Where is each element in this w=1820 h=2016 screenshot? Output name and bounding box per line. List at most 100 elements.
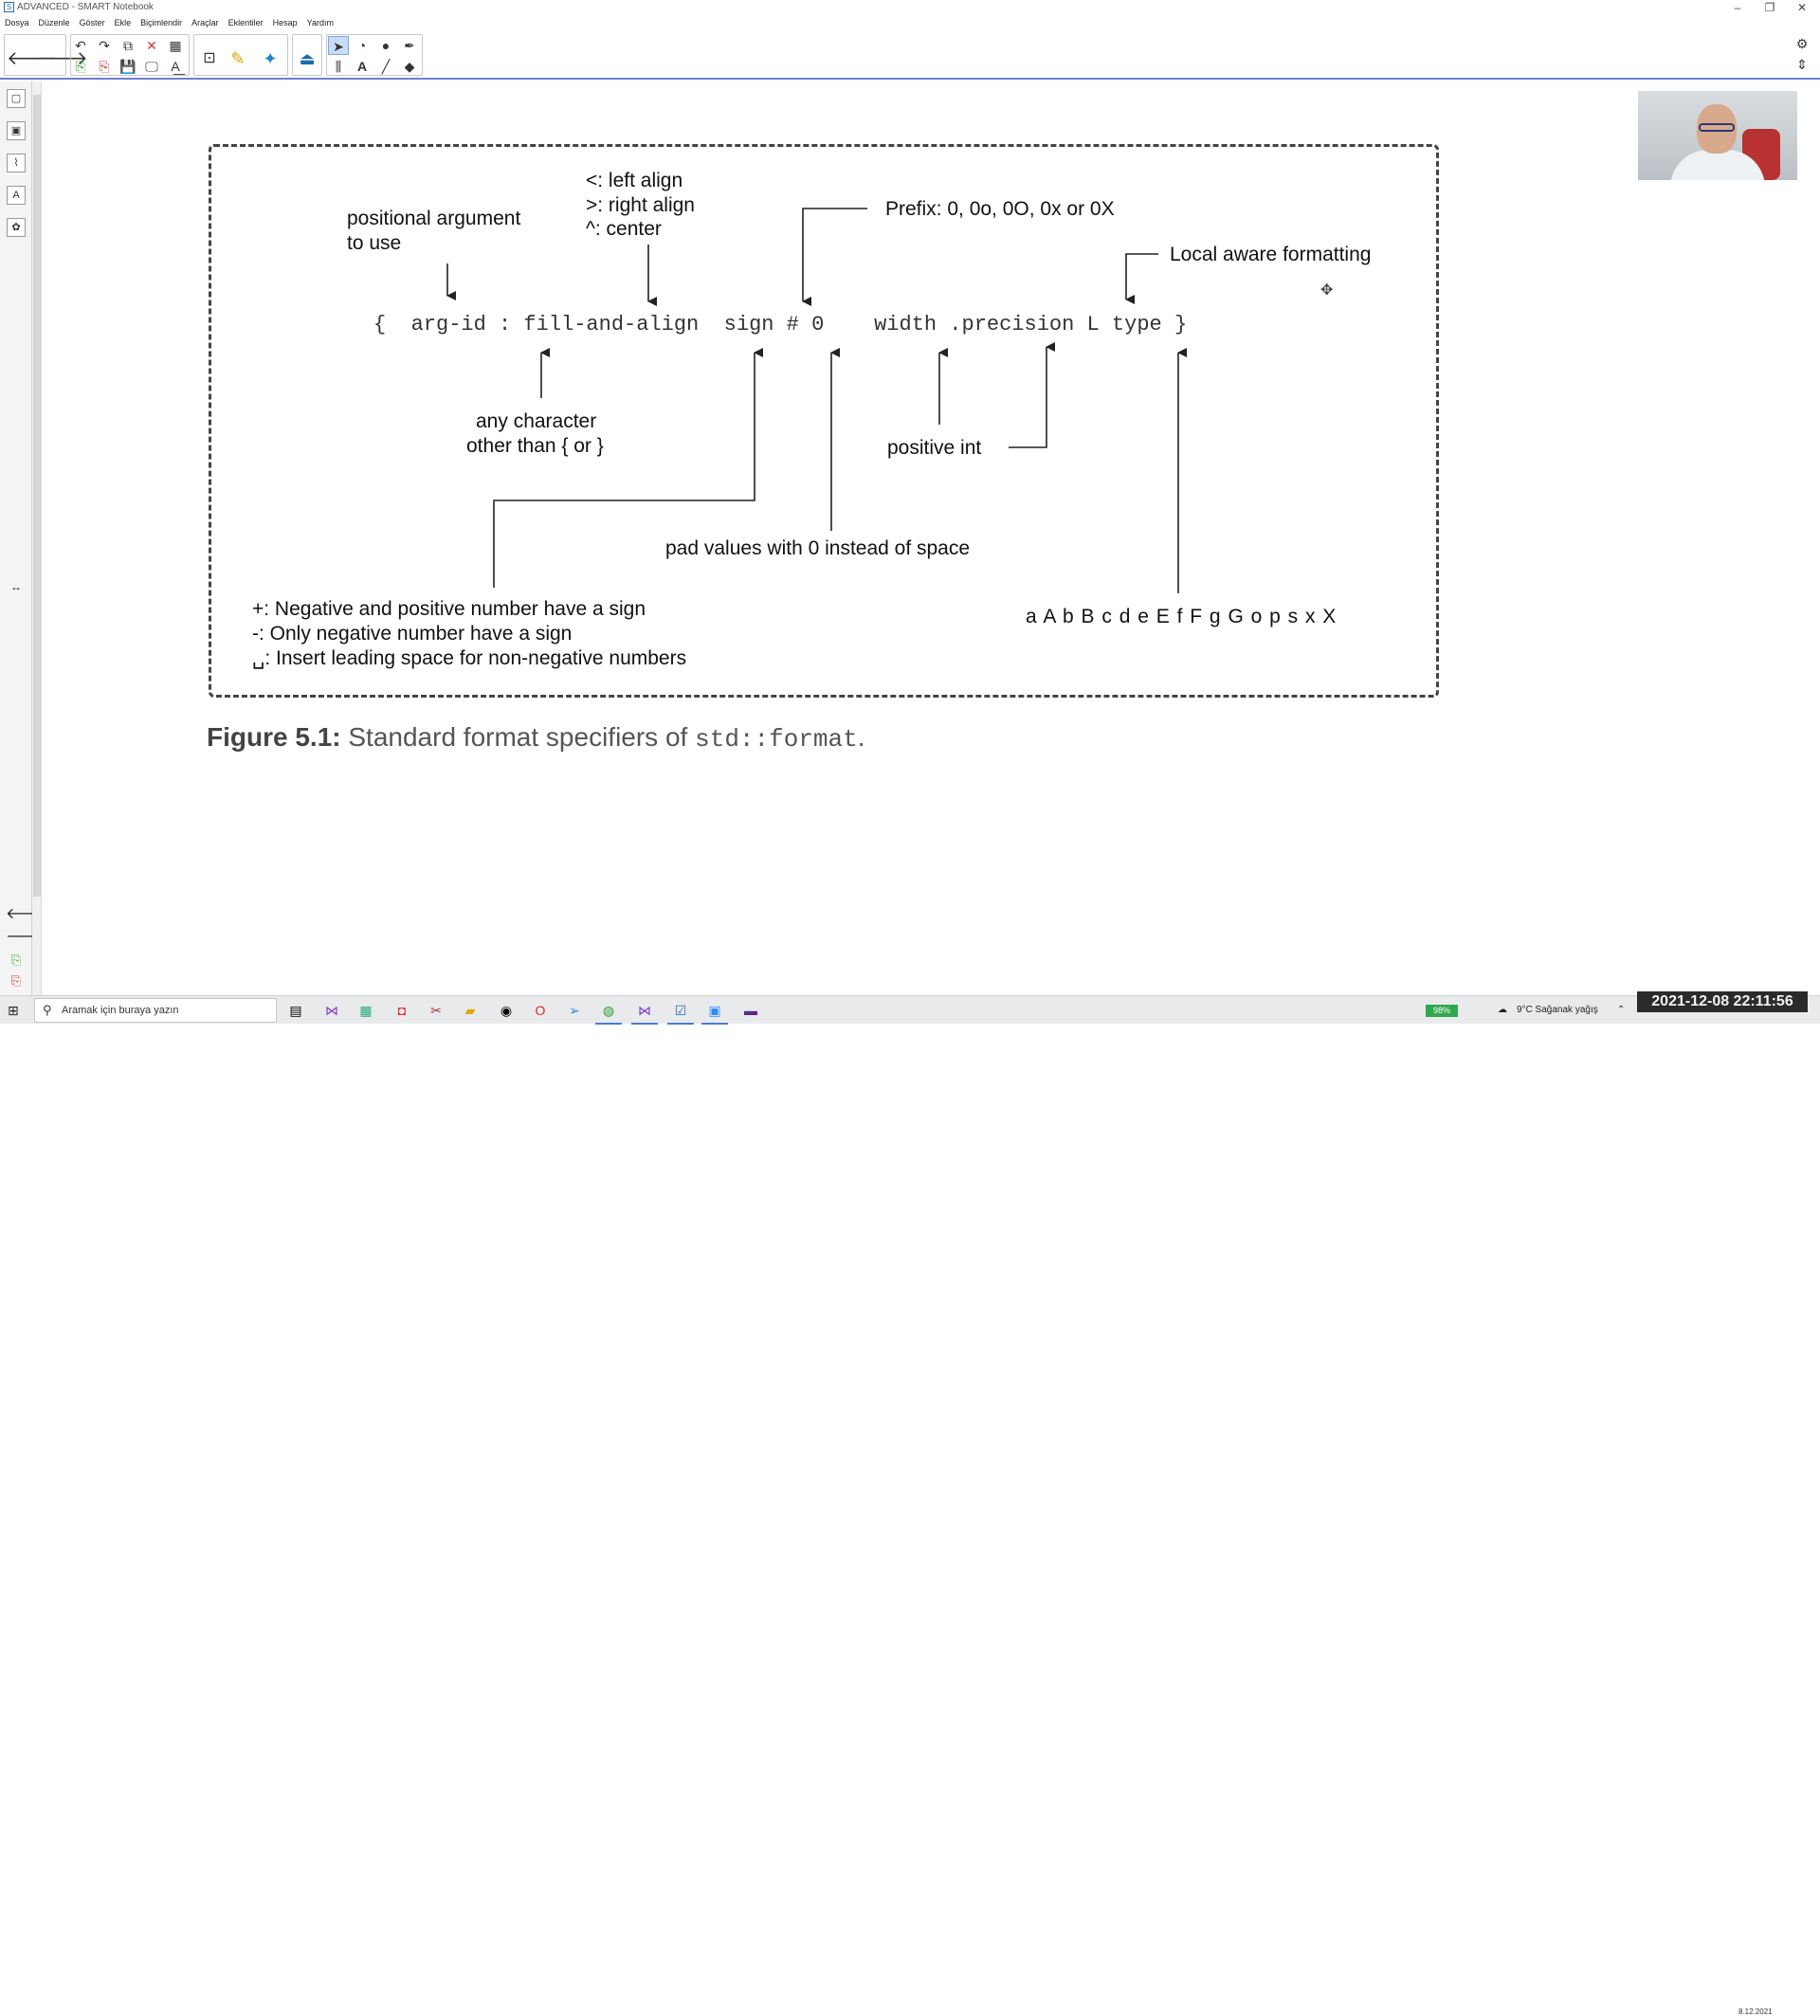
scrollbar-thumb[interactable] xyxy=(33,95,41,897)
webcam-person-head xyxy=(1697,104,1737,154)
weather-text[interactable]: 9°C Sağanak yağış xyxy=(1517,1005,1598,1015)
table-icon[interactable]: ▦ xyxy=(169,38,182,53)
menu-dosya[interactable]: Dosya xyxy=(5,18,29,27)
caption-figure-number: Figure 5.1: xyxy=(207,722,341,752)
edit-group xyxy=(70,34,190,76)
smart-notebook-task-icon[interactable]: ☑ xyxy=(667,1002,694,1025)
select-icon[interactable]: ➤ xyxy=(328,36,349,55)
redo-icon[interactable]: ↷ xyxy=(99,38,110,53)
attachments-icon[interactable]: ⌇ xyxy=(7,154,26,173)
office-icon[interactable]: ◘ xyxy=(397,1003,407,1018)
obs-icon[interactable]: ◉ xyxy=(500,1003,513,1018)
tray-chevron-icon[interactable]: ⌃ xyxy=(1617,1005,1626,1015)
page-canvas[interactable] xyxy=(42,82,1820,995)
paste-icon[interactable]: ⧉ xyxy=(123,38,133,53)
tab-add-page-icon[interactable]: ⎘ xyxy=(10,953,22,967)
text-icon[interactable]: A xyxy=(356,59,368,74)
label-align-center: ^: center xyxy=(586,218,662,240)
visual-studio-icon[interactable]: ⋈ xyxy=(325,1003,338,1018)
tab-arrow-right-icon[interactable]: 🡒 xyxy=(6,929,46,945)
task-view-icon[interactable]: ▤ xyxy=(289,1003,302,1018)
save-icon[interactable]: 💾 xyxy=(119,59,136,74)
tools-group xyxy=(326,34,423,76)
menu-bar: Dosya Düzenle Göster Ekle Biçimlendir Ar… xyxy=(0,16,338,29)
caption-text: Standard format specifiers of xyxy=(340,722,696,752)
arrow-left-icon[interactable]: 🡐 xyxy=(7,48,58,69)
telegram-icon[interactable]: ➢ xyxy=(569,1003,580,1018)
toolbar: 🡐 🡒 ↶ ↷ ⧉ ✕ ▦ ⎘ ⎘ 💾 🖵 A͟ ⊡ ✎ ✦ ⏏ ➤ ◔ ● ✒… xyxy=(0,30,1820,80)
windows-start-icon[interactable]: ⊞ xyxy=(8,1003,19,1018)
menu-goster[interactable]: Göster xyxy=(79,18,105,27)
terminal-icon[interactable]: ▬ xyxy=(744,1003,757,1018)
document-camera-icon[interactable]: ⏏ xyxy=(299,49,316,68)
webcam-overlay xyxy=(1638,91,1797,180)
fill-icon[interactable]: ● xyxy=(381,38,391,53)
nav-group xyxy=(4,34,66,76)
gallery-icon[interactable]: ▣ xyxy=(7,121,26,140)
format-spec-line: { arg-id : fill-and-align sign # 0 width… xyxy=(373,313,1188,336)
arrow-right-icon[interactable]: 🡒 xyxy=(37,48,88,69)
response-icon[interactable]: ✦ xyxy=(263,49,278,68)
properties-icon[interactable]: A xyxy=(7,186,26,205)
label-align-right: >: right align xyxy=(586,194,695,216)
label-types: a A b B c d e E f F g G o p s x X xyxy=(1026,606,1338,627)
menu-araclar[interactable]: Araçlar xyxy=(191,18,219,27)
chrome-icon[interactable]: ◍ xyxy=(595,1002,622,1025)
taskbar-search[interactable]: ⚲ Aramak için buraya yazın xyxy=(34,998,277,1023)
shapes-icon[interactable]: ◔ xyxy=(357,38,367,53)
calculator-icon[interactable]: ▦ xyxy=(359,1003,373,1018)
snipping-icon[interactable]: ✂ xyxy=(430,1003,442,1018)
diagram-frame xyxy=(209,144,1439,698)
label-positional-1: positional argument xyxy=(347,208,521,229)
file-explorer-icon[interactable]: ▰ xyxy=(464,1003,476,1018)
label-align-left: <: left align xyxy=(586,170,683,191)
magic-pen-icon[interactable]: ⫼ xyxy=(335,59,342,74)
battery-indicator[interactable]: 98% xyxy=(1426,1005,1458,1017)
capture-icon[interactable]: ⊡ xyxy=(203,50,216,66)
label-pad-zero: pad values with 0 instead of space xyxy=(665,537,971,559)
label-fill-char-1: any character xyxy=(476,410,597,432)
taskbar-date: 8.12.2021 xyxy=(1738,2007,1773,2016)
smart-notebook-icon: S xyxy=(4,2,14,12)
page-sorter-icon[interactable]: ▢ xyxy=(7,89,26,108)
menu-ekle[interactable]: Ekle xyxy=(114,18,132,27)
figure-caption: Figure 5.1: Standard format specifiers o… xyxy=(207,722,865,754)
pen-icon[interactable]: ✒ xyxy=(404,38,415,53)
spellcheck-icon[interactable]: A͟ xyxy=(171,59,180,74)
resize-handle-icon[interactable]: ↔ xyxy=(10,580,22,593)
menu-eklentiler[interactable]: Eklentiler xyxy=(228,18,264,27)
title-bar: S ADVANCED - SMART Notebook – ❐ ✕ xyxy=(0,0,1820,15)
menu-yardim[interactable]: Yardım xyxy=(306,18,334,27)
visual-studio-2-icon[interactable]: ⋈ xyxy=(631,1002,658,1025)
add-page-icon[interactable]: ⎘ xyxy=(75,59,86,74)
lesson-activity-icon[interactable]: ✎ xyxy=(230,49,246,68)
menu-bicimlendir[interactable]: Biçimlendir xyxy=(140,18,183,27)
menu-hesap[interactable]: Hesap xyxy=(272,18,298,27)
label-sign-space: ␣: Insert leading space for non-negative… xyxy=(252,647,687,669)
weather-icon[interactable]: ☁ xyxy=(1498,1005,1507,1015)
clock-overlay: 2021-12-08 22:11:56 xyxy=(1637,991,1808,1012)
minimize-icon[interactable]: – xyxy=(1734,1,1741,14)
restore-icon[interactable]: ❐ xyxy=(1764,1,1775,14)
vertical-scrollbar[interactable] xyxy=(32,82,42,995)
undo-icon[interactable]: ↶ xyxy=(75,38,86,53)
webcam-person-glasses xyxy=(1699,123,1735,132)
tab-delete-page-icon[interactable]: ⎘ xyxy=(10,973,22,988)
close-icon[interactable]: ✕ xyxy=(1796,1,1808,14)
delete-icon[interactable]: ✕ xyxy=(146,38,157,53)
line-icon[interactable]: ╱ xyxy=(381,59,391,74)
opera-icon[interactable]: O xyxy=(535,1003,546,1018)
label-prefix: Prefix: 0, 0o, 0O, 0x or 0X xyxy=(885,198,1115,220)
move-toolbar-icon[interactable]: ⇕ xyxy=(1796,57,1808,72)
display-icon[interactable]: 🖵 xyxy=(145,59,158,74)
delete-page-icon[interactable]: ⎘ xyxy=(99,59,110,74)
eraser-icon[interactable]: ◆ xyxy=(404,59,415,74)
addons-icon[interactable]: ✿ xyxy=(7,218,26,237)
settings-icon[interactable]: ⚙ xyxy=(1795,36,1809,51)
zoom-icon[interactable]: ▣ xyxy=(701,1002,728,1025)
menu-duzenle[interactable]: Düzenle xyxy=(38,18,70,27)
tab-arrow-left-icon[interactable]: 🡐 xyxy=(6,906,46,922)
caption-end: . xyxy=(857,722,865,752)
label-fill-char-2: other than { or } xyxy=(466,435,604,457)
